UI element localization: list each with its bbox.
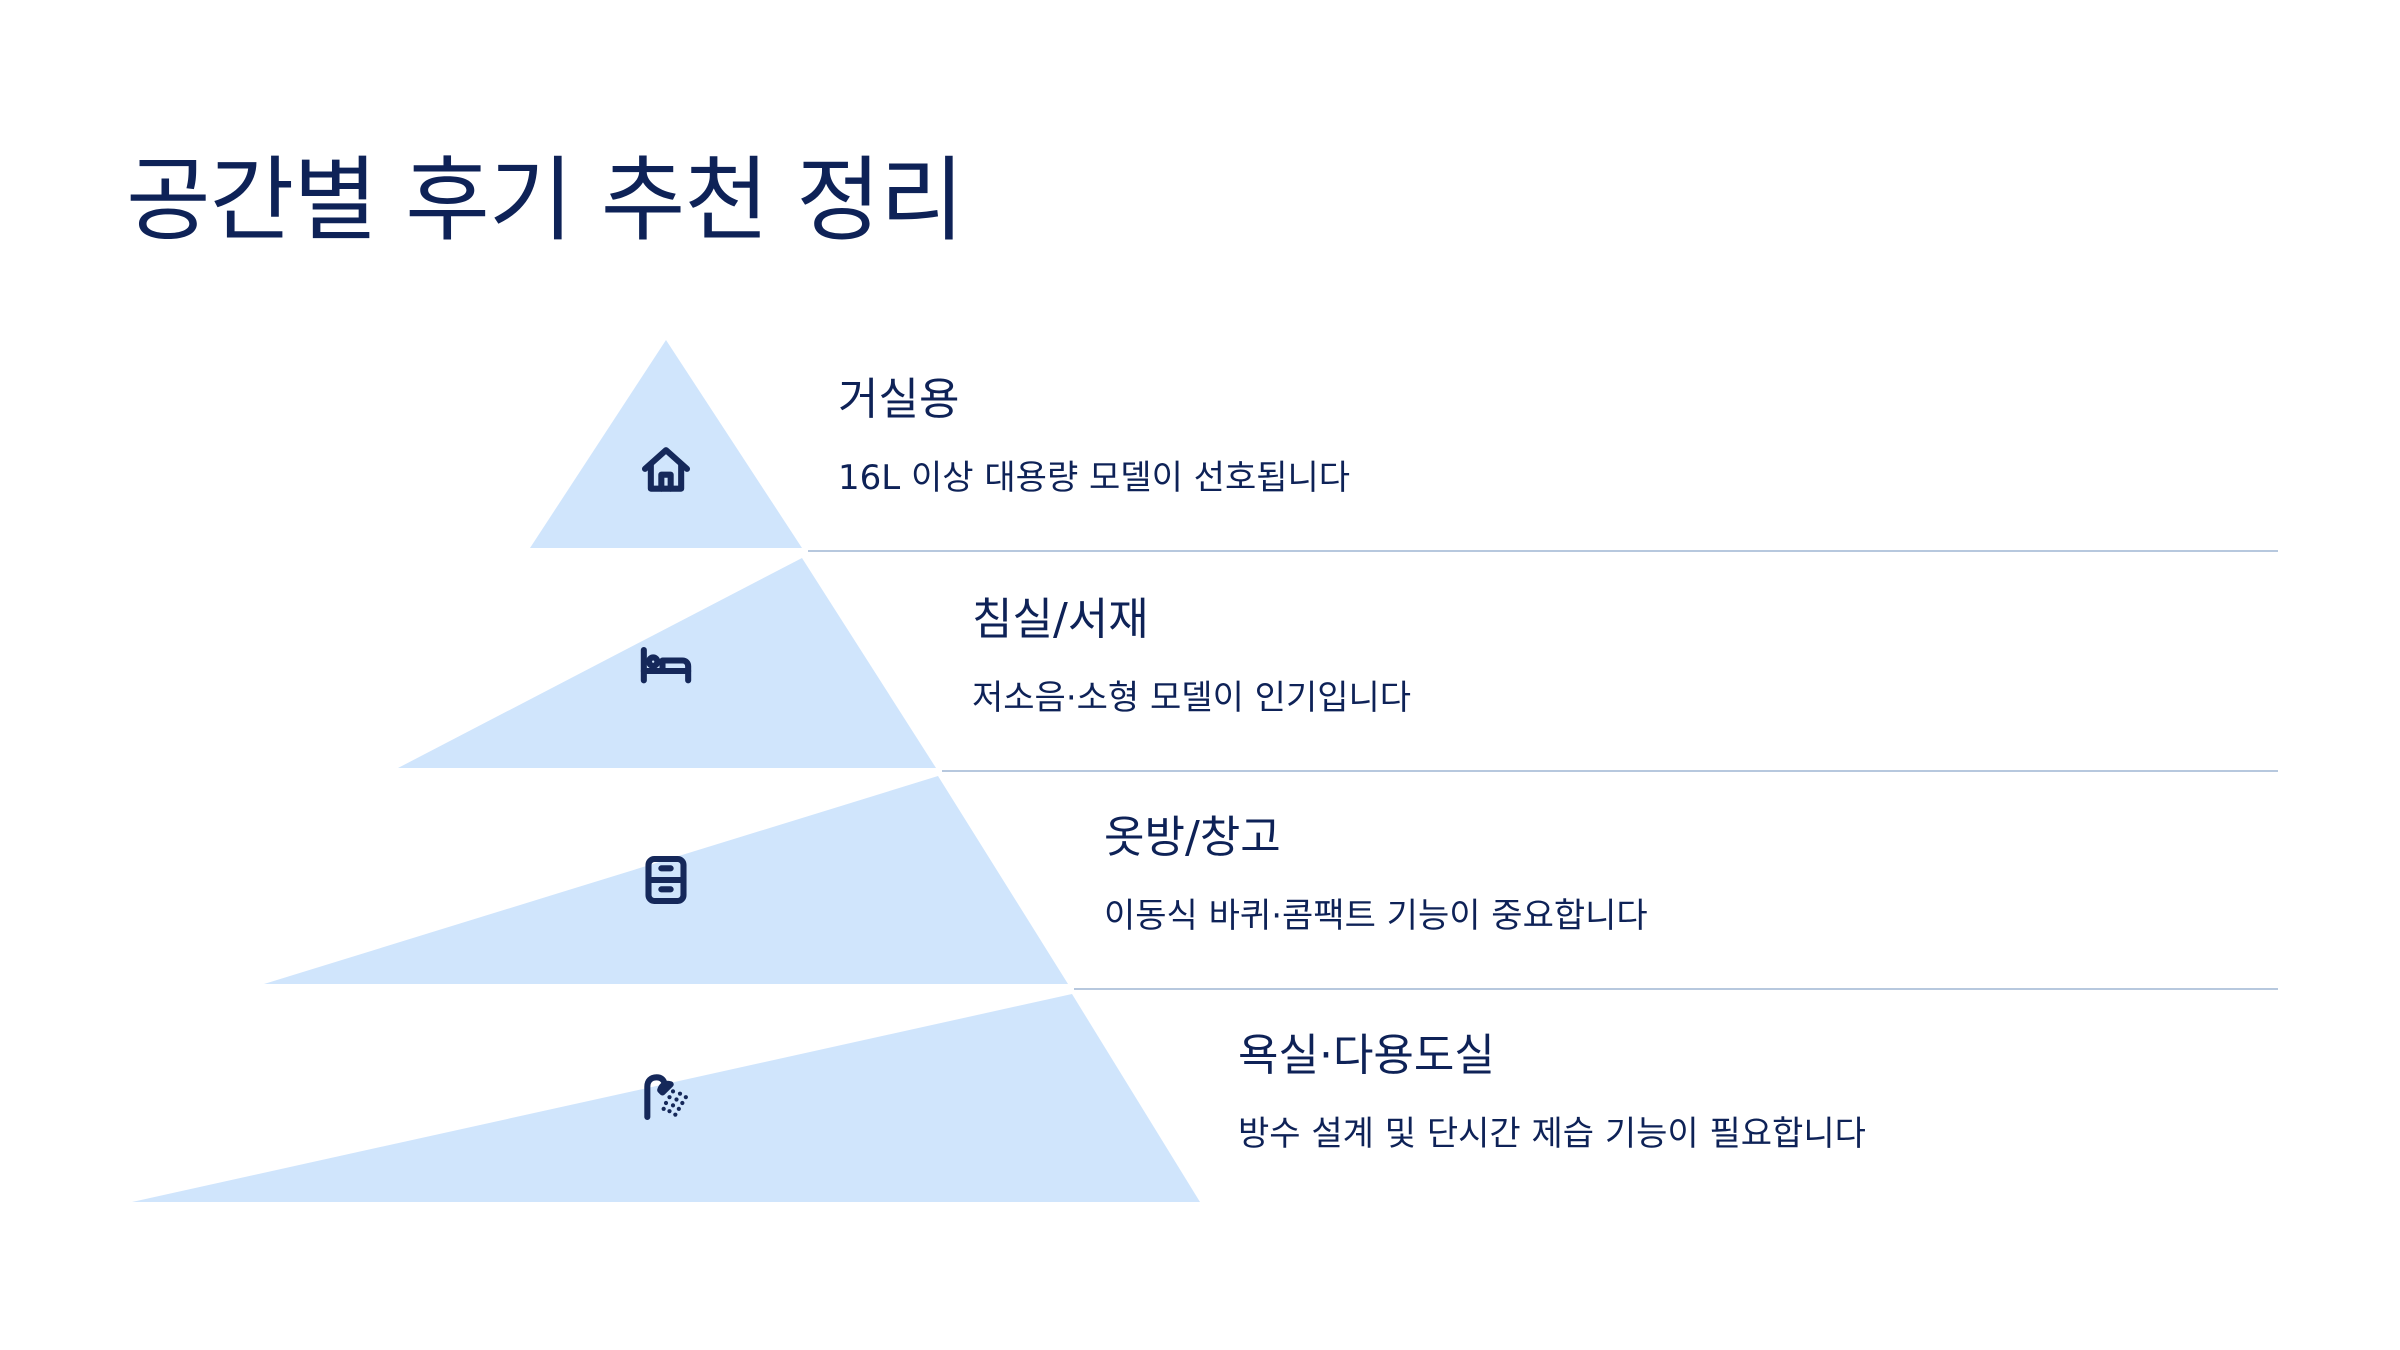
tier-divider-2 [942,770,2278,772]
tier-description-living-room: 16L 이상 대용량 모델이 선호됩니다 [838,458,1351,498]
page-title: 공간별 후기 추천 정리 [126,147,964,254]
pyramid-tier-1 [530,340,802,548]
tier-divider-3 [1074,988,2278,990]
bed-icon [640,646,692,684]
tier-description-bedroom-study: 저소음·소형 모델이 인기입니다 [972,678,1412,718]
cabinet-icon [645,855,687,905]
tier-label-bathroom-utility: 욕실·다용도실 [1238,1030,1495,1081]
pyramid-tier-4 [132,994,1200,1202]
tier-label-living-room: 거실용 [838,374,960,425]
tier-description-closet-storage: 이동식 바퀴·콤팩트 기능이 중요합니다 [1104,896,1648,936]
house-icon [641,447,691,492]
tier-label-closet-storage: 옷방/창고 [1104,812,1281,863]
shower-icon [644,1074,688,1121]
tier-divider-1 [808,550,2278,552]
tier-description-bathroom-utility: 방수 설계 및 단시간 제습 기능이 필요합니다 [1238,1114,1866,1154]
tier-label-bedroom-study: 침실/서재 [972,594,1149,645]
